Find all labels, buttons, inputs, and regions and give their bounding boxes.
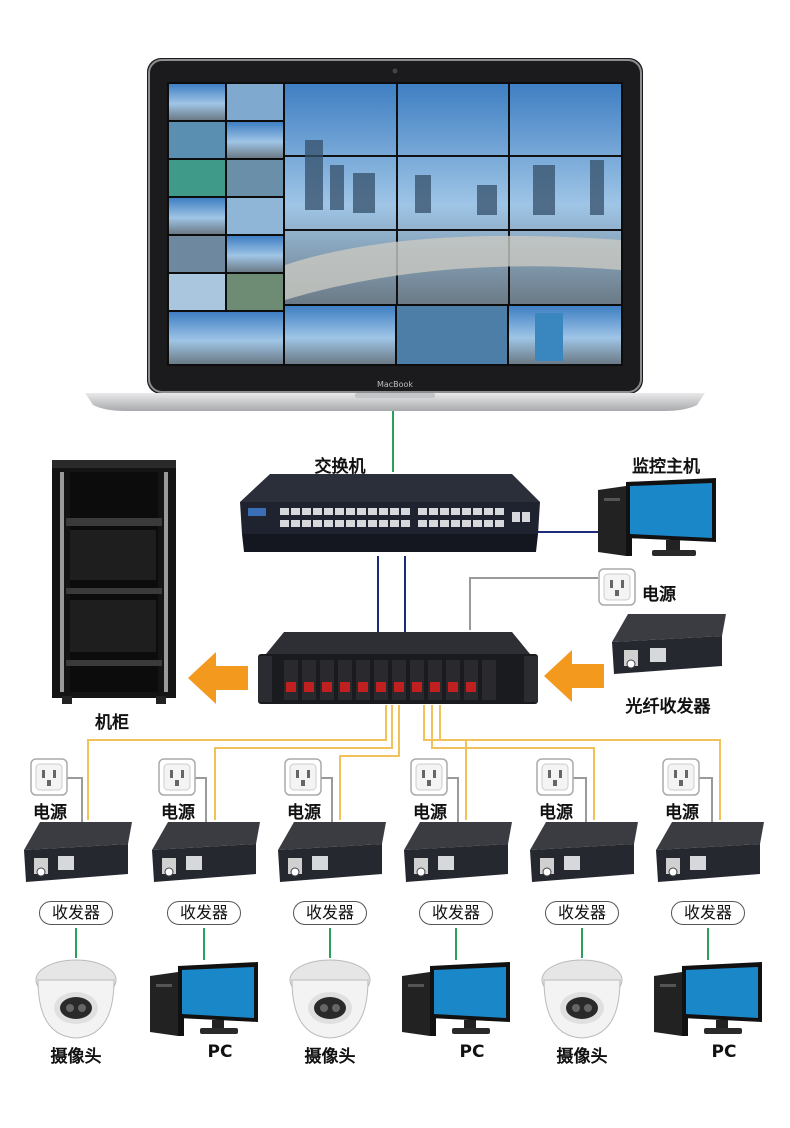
fiber-transceiver-device	[610, 612, 728, 682]
camera-label: 摄像头	[305, 1042, 356, 1067]
transceiver-device	[22, 820, 134, 890]
transceiver-device	[654, 820, 766, 890]
monitor-host-label: 监控主机	[632, 452, 700, 477]
transceiver-label: 收发器	[671, 901, 745, 925]
cabinet-label: 机柜	[95, 708, 129, 733]
transceiver-label: 收发器	[419, 901, 493, 925]
pc-label: PC	[460, 1042, 485, 1062]
fiber-transceiver-label: 光纤收发器	[626, 692, 711, 717]
pc-icon	[400, 962, 512, 1038]
transceiver-device	[528, 820, 640, 890]
camera-icon	[288, 958, 372, 1040]
transceiver-label: 收发器	[545, 901, 619, 925]
power-socket-icon	[30, 758, 68, 796]
laptop-brand: MacBook	[377, 380, 413, 389]
arrow-left-icon	[188, 652, 250, 704]
network-switch	[240, 472, 540, 558]
transceiver-chassis	[258, 630, 538, 710]
pc-label: PC	[208, 1042, 233, 1062]
power-socket-icon	[598, 568, 636, 606]
pc-icon	[148, 962, 260, 1038]
transceiver-label: 收发器	[293, 901, 367, 925]
power-socket-icon	[662, 758, 700, 796]
transceiver-device	[276, 820, 388, 890]
laptop: MacBook	[85, 55, 705, 415]
transceiver-label: 收发器	[39, 901, 113, 925]
pc-label: PC	[712, 1042, 737, 1062]
power-socket-icon	[284, 758, 322, 796]
arrow-right-icon	[544, 650, 606, 702]
pc-icon	[652, 962, 764, 1038]
camera-icon	[540, 958, 624, 1040]
transceiver-device	[402, 820, 514, 890]
power-socket-icon	[158, 758, 196, 796]
server-cabinet	[52, 460, 180, 706]
power-socket-icon	[410, 758, 448, 796]
camera-icon	[34, 958, 118, 1040]
camera-label: 摄像头	[557, 1042, 608, 1067]
transceiver-label: 收发器	[167, 901, 241, 925]
monitor-host-icon	[596, 478, 720, 560]
power-socket-icon	[536, 758, 574, 796]
camera-label: 摄像头	[51, 1042, 102, 1067]
transceiver-device	[150, 820, 262, 890]
power-label: 电源	[642, 580, 676, 605]
